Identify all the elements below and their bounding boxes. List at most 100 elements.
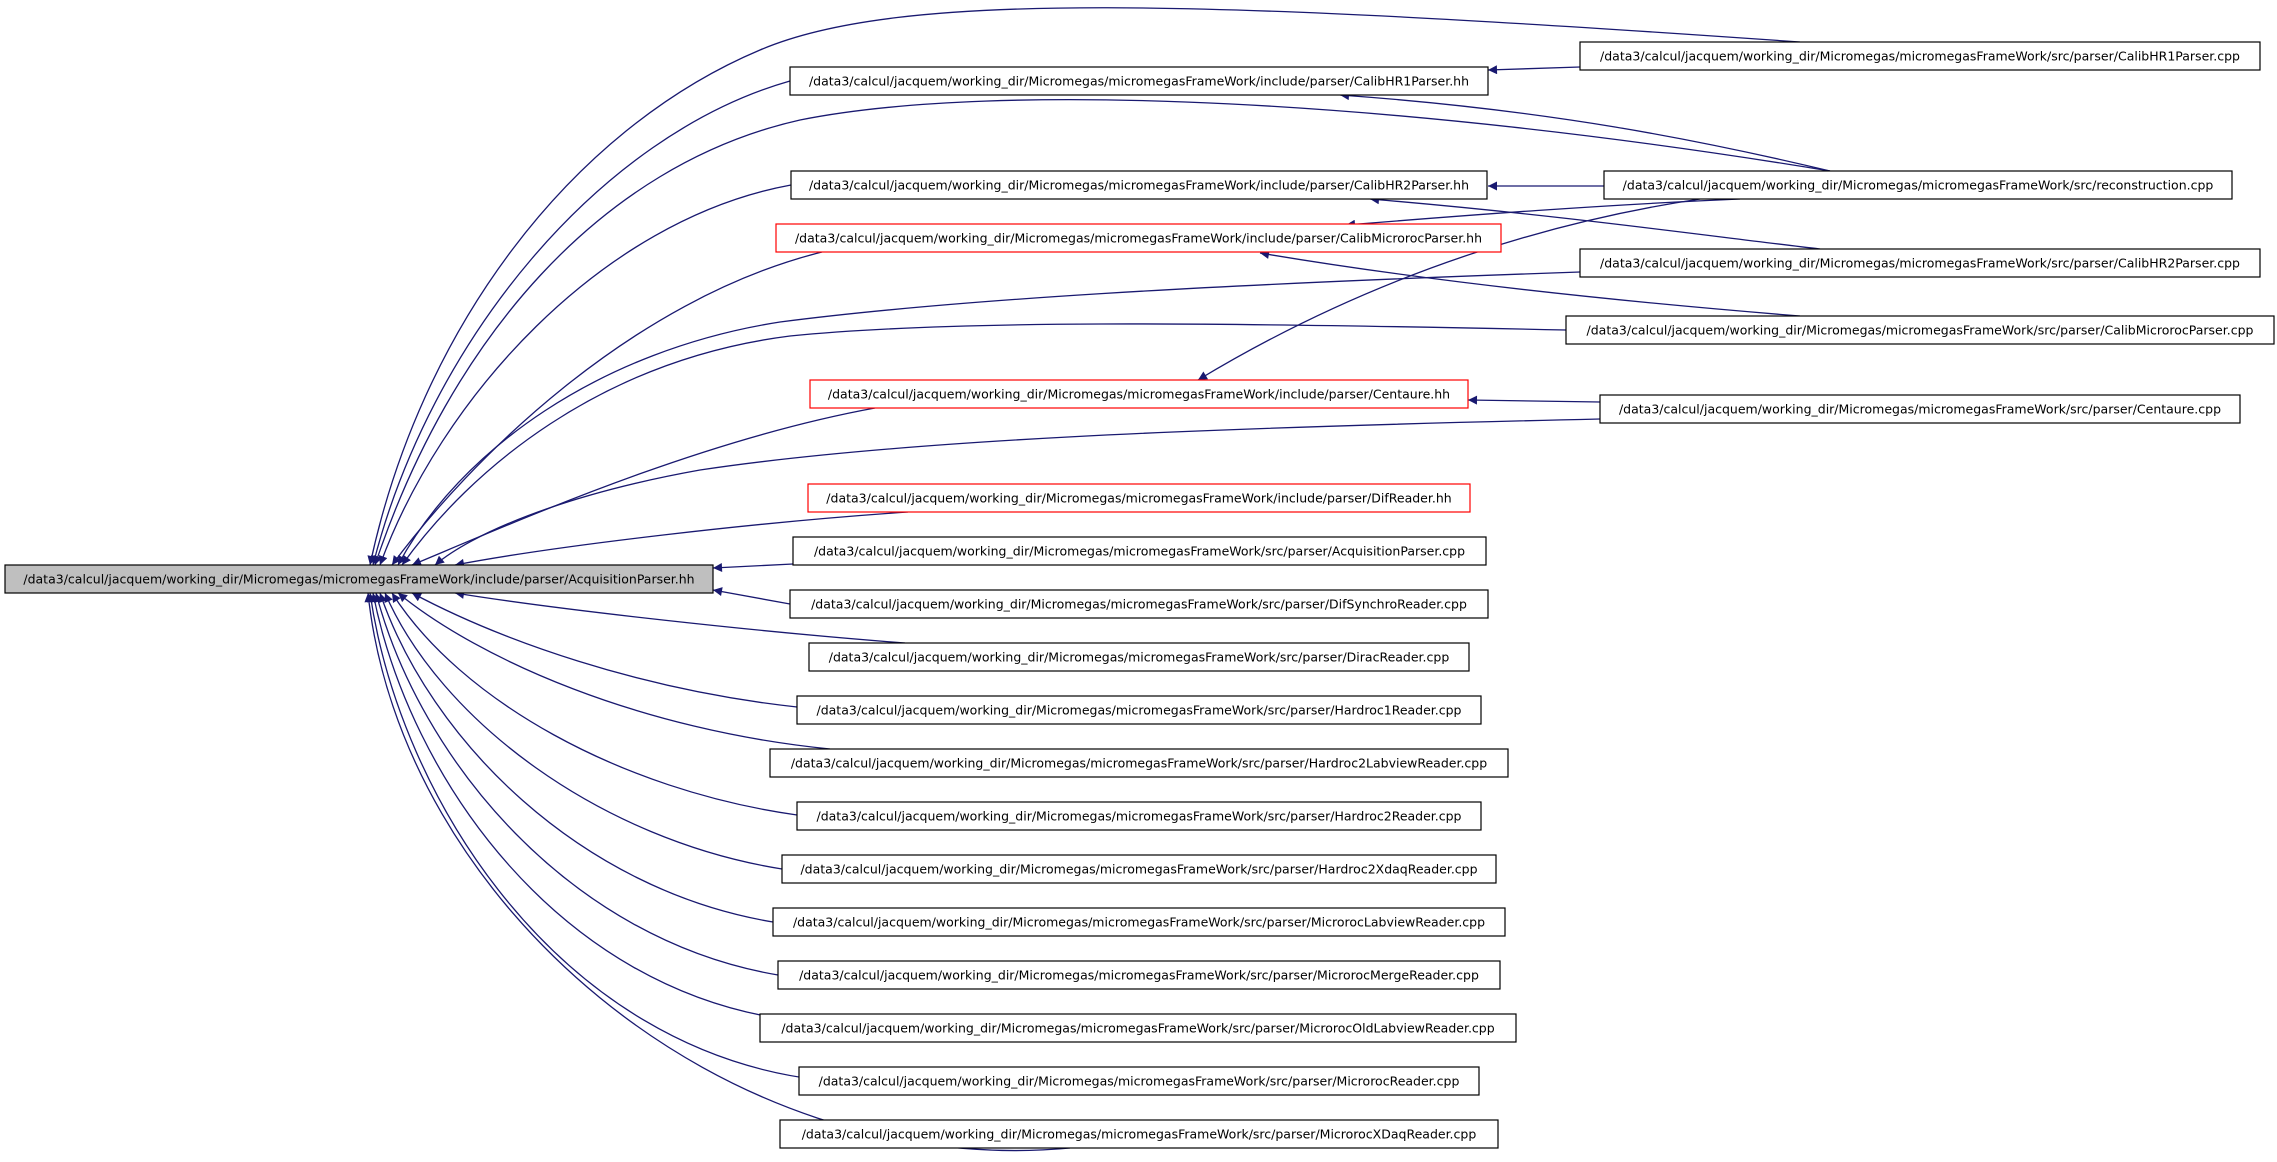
edge-dirac_cpp-to-root <box>454 589 906 644</box>
edge-calibmic_cpp-to-calibmic_hh <box>1259 250 1801 317</box>
edge-miclab_cpp-to-root <box>378 592 774 923</box>
node-box <box>772 907 1506 937</box>
node-box <box>1579 248 2261 278</box>
node-box <box>4 564 714 594</box>
node-label: /data3/calcul/jacquem/working_dir/Microm… <box>793 915 1485 930</box>
edge-calibhr1_cpp-to-calibhr1_hh <box>1487 65 1581 75</box>
edges-layer <box>364 7 1831 1152</box>
node-label: /data3/calcul/jacquem/working_dir/Microm… <box>829 650 1450 665</box>
node-label: /data3/calcul/jacquem/working_dir/Microm… <box>800 862 1477 877</box>
node-label: /data3/calcul/jacquem/working_dir/Microm… <box>828 387 1450 402</box>
node-label: /data3/calcul/jacquem/working_dir/Microm… <box>1600 256 2240 271</box>
node-box <box>796 695 1482 725</box>
node-box <box>808 642 1470 672</box>
edge-calibhr2_cpp-to-calibhr2_hh <box>1369 195 1821 250</box>
node-box <box>777 960 1501 990</box>
node-box <box>759 1013 1517 1043</box>
node-miclab_cpp[interactable]: /data3/calcul/jacquem/working_dir/Microm… <box>772 907 1506 937</box>
node-calibhr1_hh[interactable]: /data3/calcul/jacquem/working_dir/Microm… <box>789 66 1489 96</box>
node-label: /data3/calcul/jacquem/working_dir/Microm… <box>817 809 1462 824</box>
edge-hr2xdaq_cpp-to-root <box>384 592 783 870</box>
node-box <box>1599 394 2241 424</box>
edge-micold_cpp-to-root <box>370 592 791 1021</box>
node-centaure_hh[interactable]: /data3/calcul/jacquem/working_dir/Microm… <box>809 379 1469 409</box>
node-micxdaq_cpp[interactable]: /data3/calcul/jacquem/working_dir/Microm… <box>779 1119 1499 1149</box>
node-box <box>1565 315 2275 345</box>
node-box <box>781 854 1497 884</box>
node-box <box>798 1066 1480 1096</box>
node-hr2_cpp[interactable]: /data3/calcul/jacquem/working_dir/Microm… <box>796 801 1482 831</box>
edge-calibhr1_hh-to-root <box>370 80 791 566</box>
node-calibmic_hh[interactable]: /data3/calcul/jacquem/working_dir/Microm… <box>775 223 1502 253</box>
node-calibhr2_cpp[interactable]: /data3/calcul/jacquem/working_dir/Microm… <box>1579 248 2261 278</box>
node-hr2xdaq_cpp[interactable]: /data3/calcul/jacquem/working_dir/Microm… <box>781 854 1497 884</box>
node-box <box>792 536 1487 566</box>
edge-difsync_cpp-to-root <box>712 587 791 605</box>
node-box <box>775 223 1502 253</box>
node-box <box>790 170 1488 200</box>
edge-centaure_hh-to-root <box>411 407 876 566</box>
node-centaure_cpp[interactable]: /data3/calcul/jacquem/working_dir/Microm… <box>1599 394 2241 424</box>
node-micold_cpp[interactable]: /data3/calcul/jacquem/working_dir/Microm… <box>759 1013 1517 1043</box>
node-label: /data3/calcul/jacquem/working_dir/Microm… <box>802 1127 1477 1142</box>
node-label: /data3/calcul/jacquem/working_dir/Microm… <box>811 597 1467 612</box>
edge-calibmic_hh-to-root <box>391 251 823 566</box>
node-box <box>789 589 1489 619</box>
node-box <box>789 66 1489 96</box>
edge-acq_cpp-to-root <box>712 563 794 573</box>
edge-centaure_cpp-to-root <box>434 418 1601 566</box>
edge-calibhr2_cpp-to-root <box>397 271 1581 566</box>
edge-micmerge_cpp-to-root <box>373 592 779 976</box>
node-acq_cpp[interactable]: /data3/calcul/jacquem/working_dir/Microm… <box>792 536 1487 566</box>
node-box <box>1603 170 2233 200</box>
node-label: /data3/calcul/jacquem/working_dir/Microm… <box>826 491 1451 506</box>
node-label: /data3/calcul/jacquem/working_dir/Microm… <box>819 1074 1460 1089</box>
edge-reco_cpp-to-calibhr1_hh <box>1339 91 1831 172</box>
node-label: /data3/calcul/jacquem/working_dir/Microm… <box>1623 178 2214 193</box>
node-calibhr1_cpp[interactable]: /data3/calcul/jacquem/working_dir/Microm… <box>1579 41 2261 71</box>
node-root[interactable]: /data3/calcul/jacquem/working_dir/Microm… <box>4 564 714 594</box>
node-mic_cpp[interactable]: /data3/calcul/jacquem/working_dir/Microm… <box>798 1066 1480 1096</box>
node-box <box>769 748 1509 778</box>
node-micmerge_cpp[interactable]: /data3/calcul/jacquem/working_dir/Microm… <box>777 960 1501 990</box>
node-label: /data3/calcul/jacquem/working_dir/Microm… <box>814 544 1465 559</box>
node-hr2lab_cpp[interactable]: /data3/calcul/jacquem/working_dir/Microm… <box>769 748 1509 778</box>
node-label: /data3/calcul/jacquem/working_dir/Microm… <box>1587 323 2254 338</box>
node-box <box>807 483 1471 513</box>
node-label: /data3/calcul/jacquem/working_dir/Microm… <box>817 703 1462 718</box>
edge-reco_cpp-to-root <box>373 99 1831 566</box>
node-box <box>796 801 1482 831</box>
node-difreader_hh[interactable]: /data3/calcul/jacquem/working_dir/Microm… <box>807 483 1471 513</box>
node-label: /data3/calcul/jacquem/working_dir/Microm… <box>1600 49 2240 64</box>
node-label: /data3/calcul/jacquem/working_dir/Microm… <box>1619 402 2221 417</box>
node-difsync_cpp[interactable]: /data3/calcul/jacquem/working_dir/Microm… <box>789 589 1489 619</box>
edge-calibhr1_cpp-to-root <box>367 7 1801 566</box>
edge-calibmic_cpp-to-root <box>401 323 1567 566</box>
node-label: /data3/calcul/jacquem/working_dir/Microm… <box>795 231 1482 246</box>
node-label: /data3/calcul/jacquem/working_dir/Microm… <box>809 74 1469 89</box>
node-label: /data3/calcul/jacquem/working_dir/Microm… <box>791 756 1487 771</box>
edge-mic_cpp-to-root <box>366 592 821 1081</box>
node-label: /data3/calcul/jacquem/working_dir/Microm… <box>23 572 694 587</box>
edge-hr2lab_cpp-to-root <box>397 592 831 750</box>
edge-hr1_cpp-to-root <box>411 592 798 708</box>
node-hr1_cpp[interactable]: /data3/calcul/jacquem/working_dir/Microm… <box>796 695 1482 725</box>
node-label: /data3/calcul/jacquem/working_dir/Microm… <box>809 178 1469 193</box>
node-calibmic_cpp[interactable]: /data3/calcul/jacquem/working_dir/Microm… <box>1565 315 2275 345</box>
node-box <box>1579 41 2261 71</box>
edge-reco_cpp-to-calibmic_hh <box>1345 198 1741 229</box>
node-box <box>779 1119 1499 1149</box>
nodes-layer: /data3/calcul/jacquem/working_dir/Microm… <box>4 41 2275 1149</box>
edge-hr2_cpp-to-root <box>391 592 798 816</box>
node-calibhr2_hh[interactable]: /data3/calcul/jacquem/working_dir/Microm… <box>790 170 1488 200</box>
node-dirac_cpp[interactable]: /data3/calcul/jacquem/working_dir/Microm… <box>808 642 1470 672</box>
node-box <box>809 379 1469 409</box>
edge-centaure_cpp-to-centaure_hh <box>1467 395 1601 405</box>
edge-reco_cpp-to-centaure_hh <box>1197 198 1701 381</box>
node-label: /data3/calcul/jacquem/working_dir/Microm… <box>799 968 1479 983</box>
node-label: /data3/calcul/jacquem/working_dir/Microm… <box>781 1021 1494 1036</box>
node-reco_cpp[interactable]: /data3/calcul/jacquem/working_dir/Microm… <box>1603 170 2233 200</box>
edge-calibhr2_hh-to-root <box>378 184 792 566</box>
edge-difreader_hh-to-root <box>454 511 909 568</box>
